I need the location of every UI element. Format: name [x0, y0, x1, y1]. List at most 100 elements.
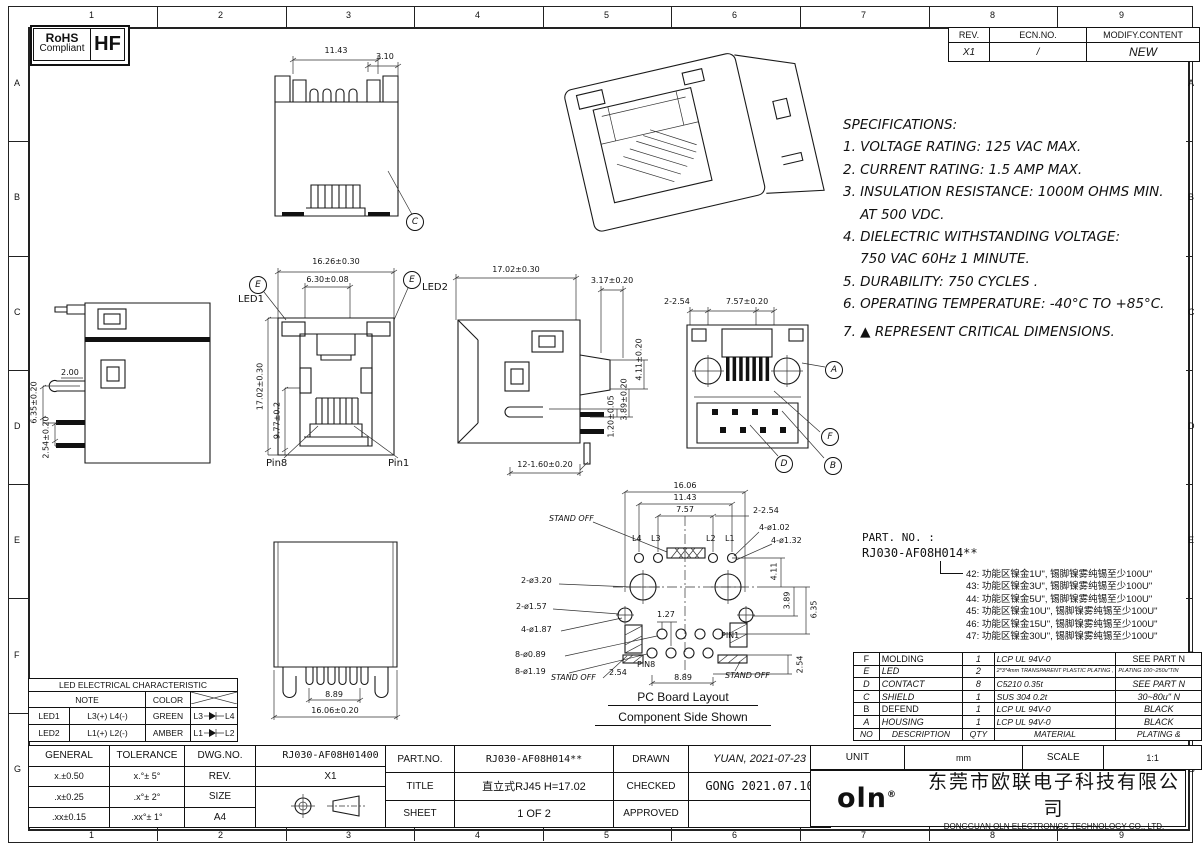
title-block-middle: PART.NO. RJ030-AF08H014** DRAWN YUAN, 20… — [385, 744, 831, 828]
unit-label: UNIT — [810, 745, 905, 770]
pcb-dim-254-left: 2.54 — [609, 668, 627, 677]
led2-label: LED2 — [422, 282, 448, 293]
back-view-drawing — [270, 541, 401, 720]
led2-color: AMBER — [145, 724, 191, 742]
zone-number-bottom: 2 — [218, 830, 224, 840]
pcb-title: PC Board Layout — [608, 690, 758, 706]
oln-logo-text: OLN — [836, 783, 888, 814]
crossed-cell-icon — [191, 692, 237, 705]
pcb-pin1: PIN1 — [721, 631, 740, 640]
dim-a: 4.11±0.20 — [634, 338, 644, 381]
zone-tick — [1186, 484, 1192, 485]
diode-icon — [204, 712, 224, 720]
zone-letter-left: G — [14, 764, 22, 774]
bom-material: LCP UL 94V-0 — [993, 714, 1117, 729]
zone-tick — [8, 713, 28, 714]
bom-qty: 8 — [962, 677, 995, 691]
bom-desc: LED — [878, 664, 964, 679]
tol-linear-2: .x±0.25 — [28, 786, 110, 808]
dim-tab-depth: 3.17±0.20 — [590, 276, 634, 285]
plating-option: 43: 功能区镍金3U", 锡脚镍雾纯锡至少100U" — [966, 581, 1153, 593]
zone-number-bottom: 8 — [990, 830, 996, 840]
projection-symbol-cell — [255, 786, 406, 828]
pcb-dim-389: 3.89 — [782, 591, 792, 610]
bom-no: B — [853, 702, 880, 716]
rev-label: REV. — [184, 765, 256, 787]
zone-number-bottom: 7 — [861, 830, 867, 840]
bom-qty: 1 — [962, 689, 995, 704]
balloon-f: F — [821, 428, 839, 446]
bom-desc: DEFEND — [878, 702, 964, 716]
bom-desc: HOUSING — [878, 714, 964, 729]
zone-number-top: 1 — [89, 10, 95, 20]
spec-line: 750 VAC 60Hz 1 MINUTE. — [843, 251, 1030, 268]
spec-line: 4. DIELECTRIC WITHSTANDING VOLTAGE: — [843, 229, 1120, 246]
rev-modify-value: NEW — [1086, 42, 1200, 62]
pcb-dim-1143: 11.43 — [673, 493, 697, 502]
view-side-left: 2.00 6.35±0.20 2.54±0.20 — [25, 288, 240, 478]
pcb-l2: L2 — [706, 534, 716, 543]
spec-line: 5. DURABILITY: 750 CYCLES . — [843, 273, 1039, 290]
bom-header-desc: DESCRIPTION — [878, 727, 964, 742]
bom-no: C — [853, 689, 880, 704]
led2-name: LED2 — [28, 724, 70, 742]
part-no-label: PART. NO. : — [862, 531, 935, 544]
led2-circuit-right: L2 — [225, 728, 235, 738]
rohs-label: RoHS Compliant — [34, 29, 91, 60]
dim-comb-pitch: 11.43 — [324, 46, 348, 55]
pcb-standoff-left: STAND OFF — [551, 673, 596, 682]
title-value: 直立式RJ45 H=17.02 — [454, 772, 614, 801]
zone-tick — [1057, 6, 1058, 27]
zone-tick — [543, 6, 544, 27]
view-front-main: 16.26±0.30 6.30±0.08 17.02±0.30 9.77±0.2… — [238, 256, 468, 476]
zone-number-top: 4 — [475, 10, 481, 20]
oln-logo: OLN® — [811, 783, 923, 814]
pcb-standoff-right: STAND OFF — [725, 671, 770, 680]
zone-tick — [8, 598, 28, 599]
sheet-label: SHEET — [385, 799, 455, 828]
general-label: GENERAL — [28, 745, 110, 767]
zone-tick — [157, 6, 158, 27]
zone-letter-left: D — [14, 421, 21, 431]
bom-no: D — [853, 677, 880, 691]
view-isometric — [545, 30, 825, 235]
balloon-d: D — [775, 455, 793, 473]
company-block: OLN® 东莞市欧联电子科技有限公司 DONGGUAN OLN ELECTRON… — [810, 770, 1186, 831]
zone-tick — [671, 827, 672, 841]
zone-letter-left: A — [14, 78, 21, 88]
title-label: TITLE — [385, 772, 455, 801]
zone-tick — [800, 6, 801, 27]
isometric-drawing — [564, 53, 825, 232]
zone-tick — [157, 827, 158, 841]
tol-linear-1: x.±0.50 — [28, 765, 110, 787]
spec-line: 2. CURRENT RATING: 1.5 AMP MAX. — [843, 161, 1083, 178]
bom-table: F MOLDING 1 LCP UL 94V-0 SEE PART N E LE… — [853, 652, 1202, 742]
pcb-subtitle: Component Side Shown — [595, 710, 771, 726]
bom-no: E — [853, 664, 880, 679]
bom-material: LCP UL 94V-0 — [993, 652, 1117, 666]
approved-value — [688, 799, 831, 828]
dim-row-spacing-1: 6.35±0.20 — [29, 381, 39, 424]
dim-comb-width: 8.89 — [325, 690, 343, 699]
bom-material: C5210 0.35t — [993, 677, 1117, 691]
zone-tick — [8, 256, 28, 257]
zone-number-bottom: 9 — [1119, 830, 1125, 840]
zone-letter-right: D — [1188, 421, 1195, 431]
pcb-l3: L3 — [651, 534, 661, 543]
dim-body-height: 17.02±0.30 — [255, 362, 265, 411]
pin1-label: Pin1 — [388, 458, 410, 469]
zone-letter-left: B — [14, 192, 21, 202]
view-back: 8.89 16.06±0.20 — [262, 498, 442, 728]
rohs-line1: RoHS — [45, 31, 79, 45]
zone-number-top: 2 — [218, 10, 224, 20]
side-right-drawing — [452, 274, 648, 476]
view-top: 2-2.54 7.57±0.20 A F D B — [662, 293, 857, 483]
tol-angular-3: .xx°± 1° — [109, 806, 185, 828]
spec-line: 7. ▲ REPRESENT CRITICAL DIMENSIONS. — [843, 323, 1115, 340]
checked-label: CHECKED — [613, 772, 689, 801]
pcb-hole-119: 8-ø1.19 — [515, 667, 546, 676]
zone-tick — [414, 827, 415, 841]
bom-no: A — [853, 714, 880, 729]
outer-border — [8, 6, 1193, 843]
